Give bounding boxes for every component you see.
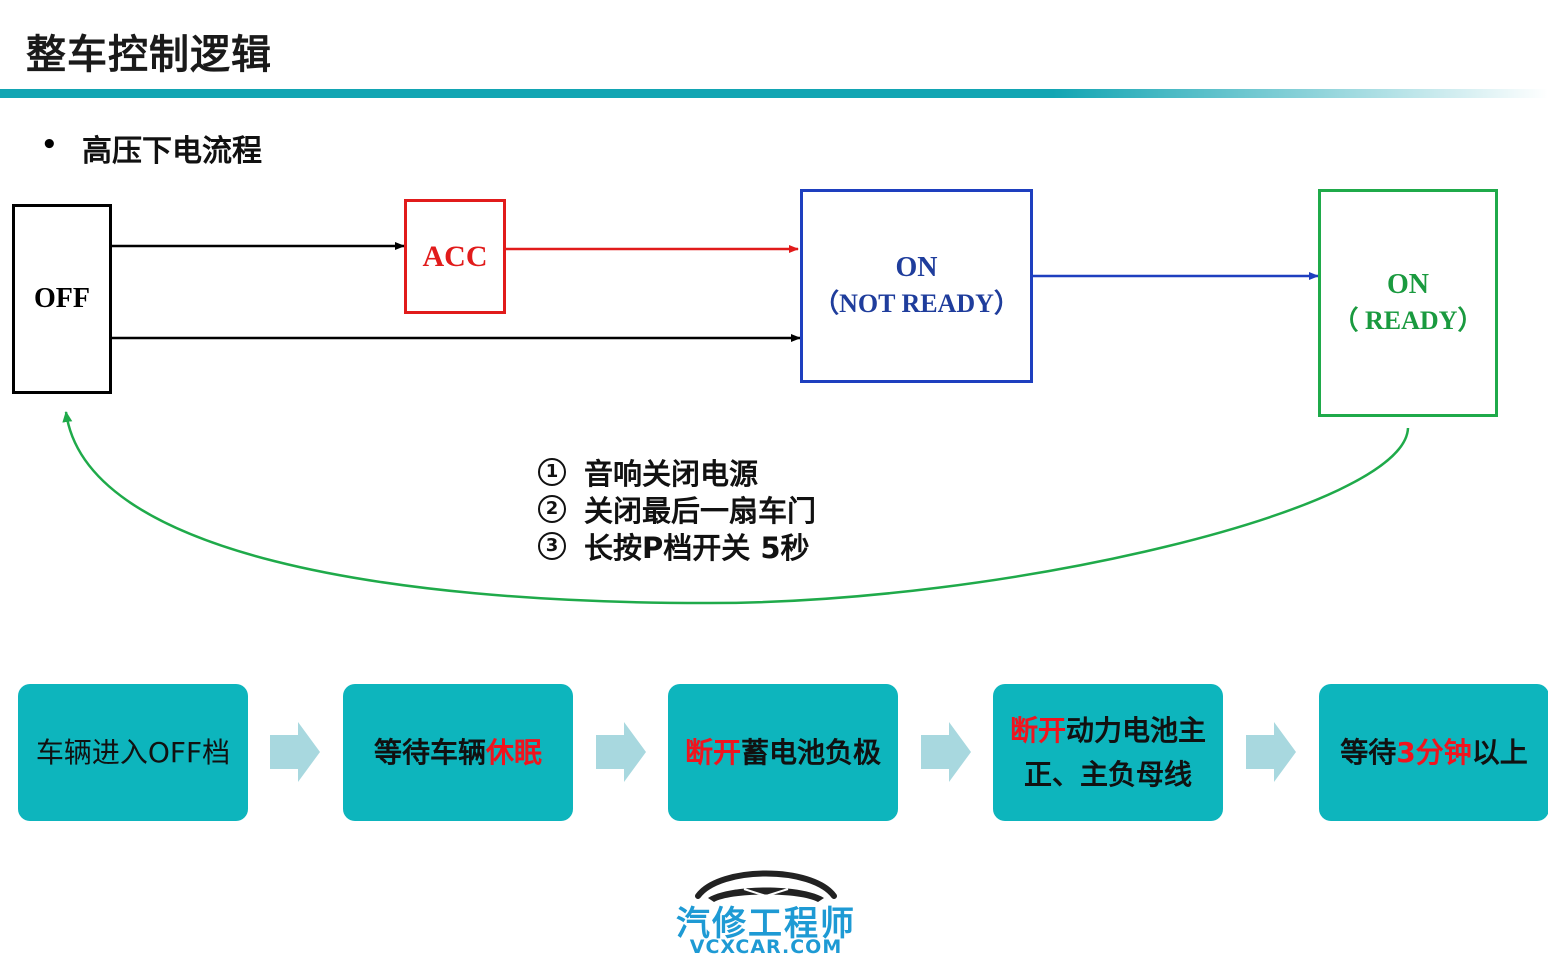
state-label-on: ON	[1387, 269, 1429, 300]
process-step-3: 断开蓄电池负极	[668, 684, 898, 821]
logo-text: 汽修工程师	[676, 904, 856, 944]
chevron-arrow-3	[921, 722, 971, 782]
power-down-steps: 1 音响关闭电源 2 关闭最后一扇车门 3 长按P档开关 5秒	[538, 453, 817, 565]
state-label-acc: ACC	[422, 239, 488, 273]
circled-number-icon: 1	[538, 457, 566, 486]
circled-number-icon: 3	[538, 531, 566, 560]
section-subtitle: 高压下电流程	[82, 134, 262, 169]
step-item: 3 长按P档开关 5秒	[538, 527, 816, 565]
process-step-1: 车辆进入OFF档	[18, 684, 248, 821]
state-label-off: OFF	[34, 283, 90, 314]
process-text-main: 等待	[1340, 735, 1397, 769]
step-text: 关闭最后一扇车门	[584, 493, 817, 528]
process-text: 等待车辆休眠	[374, 731, 542, 775]
title-underline	[0, 89, 1548, 98]
process-arrows	[270, 722, 1296, 782]
step-item: 1 音响关闭电源	[538, 453, 816, 491]
step-text: 长按P档开关 5秒	[584, 530, 810, 565]
arrow-ready-to-off	[62, 411, 1410, 605]
process-text: 等待3分钟以上	[1340, 731, 1528, 775]
state-box-on-ready: ON （ READY）	[1318, 189, 1498, 417]
process-text-highlight: 休眠	[486, 735, 543, 769]
state-box-on-not-ready: ON （NOT READY）	[800, 189, 1033, 383]
chevron-arrow-1	[270, 722, 320, 782]
chevron-arrow-4	[1246, 722, 1296, 782]
process-text-main: 蓄电池负极	[741, 735, 882, 769]
process-text: 断开动力电池主 正、主负母线	[1010, 709, 1206, 797]
state-label-on: ON	[895, 252, 938, 283]
logo-url: VCXCAR.COM	[689, 936, 843, 958]
process-text-highlight: 断开	[684, 735, 741, 769]
process-text-highlight: 断开	[1009, 713, 1066, 747]
process-step-4: 断开动力电池主 正、主负母线	[993, 684, 1223, 821]
process-step-2: 等待车辆休眠	[343, 684, 573, 821]
state-box-acc: ACC	[404, 199, 506, 314]
car-logo-icon	[695, 870, 837, 902]
chevron-arrow-2	[596, 722, 646, 782]
state-label-not-ready: （NOT READY）	[813, 289, 1020, 318]
process-text-tail: 以上	[1471, 735, 1528, 769]
process-text: 车辆进入OFF档	[36, 731, 230, 775]
step-item: 2 关闭最后一扇车门	[538, 490, 817, 528]
bullet-icon: •	[41, 130, 58, 160]
state-label-ready: （ READY）	[1332, 306, 1484, 335]
process-text-line2: 正、主负母线	[1023, 757, 1192, 791]
process-text-highlight: 3分钟	[1396, 735, 1472, 769]
process-text: 断开蓄电池负极	[685, 731, 881, 775]
step-text: 音响关闭电源	[584, 456, 759, 491]
process-text-main: 等待车辆	[373, 735, 486, 769]
process-text-main: 动力电池主	[1066, 713, 1207, 747]
process-step-5: 等待3分钟以上	[1319, 684, 1548, 821]
page-title: 整车控制逻辑	[26, 32, 272, 78]
state-box-off: OFF	[12, 204, 112, 394]
circled-number-icon: 2	[538, 494, 566, 523]
process-text-main: 车辆进入OFF档	[35, 735, 231, 769]
